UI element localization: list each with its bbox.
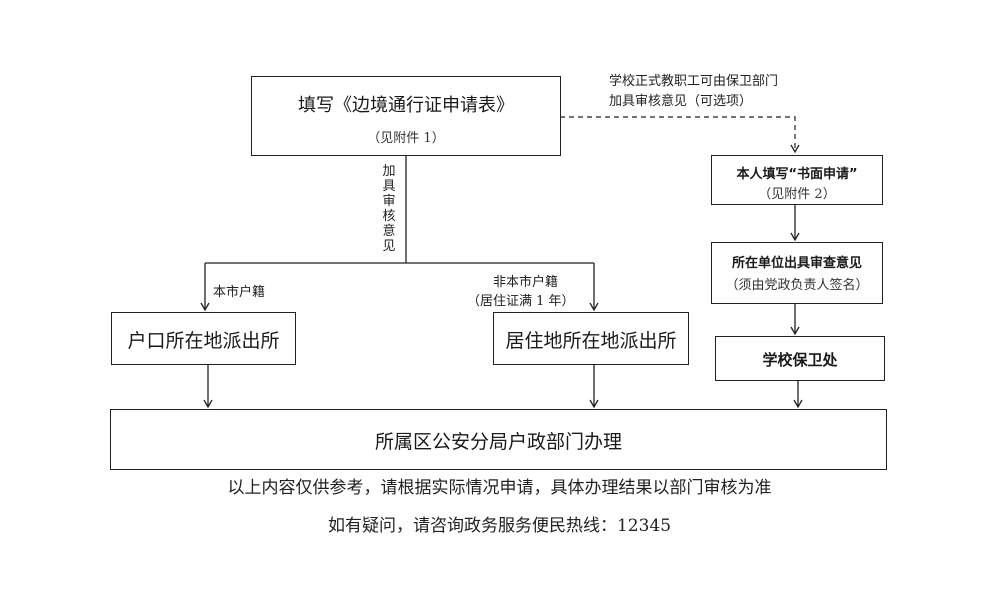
written-application-box: 本人填写“书面申请” （见附件 2） xyxy=(711,155,883,205)
review-opinion-label: 加具审核意见 xyxy=(382,164,396,254)
local-household-label: 本市户籍 xyxy=(213,285,266,300)
district-bureau-label: 所属区公安分局户政部门办理 xyxy=(374,431,622,453)
school-security-label: 学校保卫处 xyxy=(762,351,838,369)
hotline-text: 如有疑问，请咨询政务服务便民热线：12345 xyxy=(327,516,672,536)
unit-review-title: 所在单位出具审查意见 xyxy=(731,256,862,271)
nonlocal-household-label: 非本市户籍 xyxy=(493,275,559,290)
residence-police-station-label: 居住地所在地派出所 xyxy=(505,330,677,352)
hukou-police-station-box: 户口所在地派出所 xyxy=(111,312,296,365)
residence-police-station-box: 居住地所在地派出所 xyxy=(493,312,689,365)
hukou-police-station-label: 户口所在地派出所 xyxy=(127,330,280,352)
unit-review-box: 所在单位出具审查意见 （须由党政负责人签名） xyxy=(711,242,883,304)
application-form-title: 填写《边境通行证申请表》 xyxy=(298,95,514,116)
dashed-optional-connector xyxy=(560,116,800,154)
disclaimer-text: 以上内容仅供参考，请根据实际情况申请，具体办理结果以部门审核为准 xyxy=(227,478,772,498)
application-form-box: 填写《边境通行证申请表》 （见附件 1） xyxy=(251,76,561,156)
optional-note-line2: 加具审核意见（可选项） xyxy=(609,94,753,109)
school-security-box: 学校保卫处 xyxy=(715,336,885,381)
residence-permit-label: （居住证满 1 年） xyxy=(467,294,575,309)
written-application-title: 本人填写“书面申请” xyxy=(736,167,858,182)
district-bureau-box: 所属区公安分局户政部门办理 xyxy=(110,409,887,470)
written-application-note: （见附件 2） xyxy=(758,187,836,202)
optional-note-line1: 学校正式教职工可由保卫部门 xyxy=(609,74,779,89)
unit-review-note: （须由党政负责人签名） xyxy=(725,278,869,293)
application-form-note: （见附件 1） xyxy=(367,131,445,146)
